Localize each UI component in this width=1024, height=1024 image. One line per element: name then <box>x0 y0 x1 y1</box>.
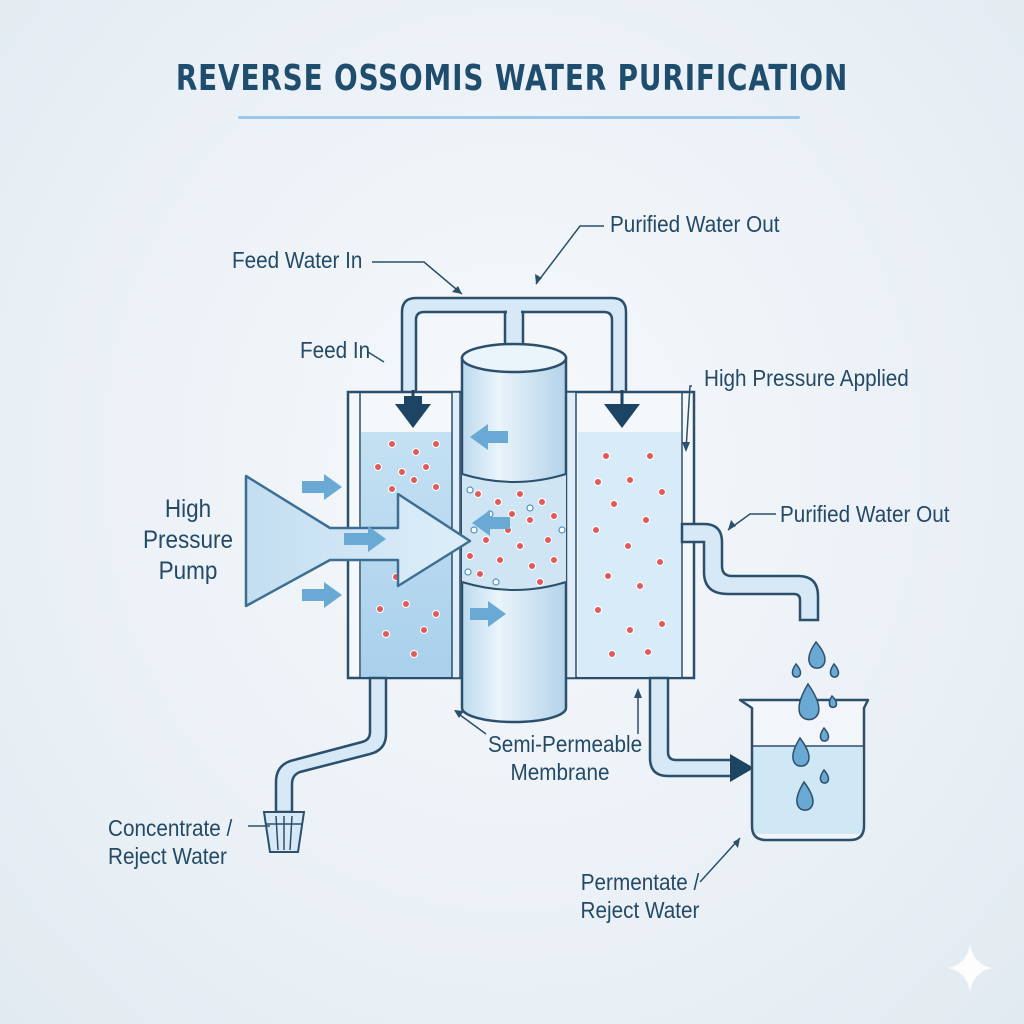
pressure-flow-arrows <box>302 424 510 627</box>
pump-label-line-3: Pump <box>158 557 218 585</box>
permentate-label-line-1: Permentate / <box>580 869 700 895</box>
concentrate-label-line-2: Reject Water <box>108 843 227 869</box>
leader-arrowheads <box>452 274 740 848</box>
permeate-water-chamber <box>578 432 681 677</box>
permentate-label-line-2: Reject Water <box>580 897 700 923</box>
contaminant-particles <box>374 440 666 658</box>
collection-beaker <box>738 698 870 842</box>
permentate-reject-water-label: Permentate / Reject Water <box>568 868 712 924</box>
page-title: REVERSE OSSOMIS WATER PURIFICATION <box>175 58 849 99</box>
semi-permeable-membrane-label: Semi-Permeable Membrane <box>488 730 643 786</box>
membrane-cylinder <box>460 342 568 724</box>
sparkle-icon <box>948 944 992 992</box>
concentrate-label-line-1: Concentrate / <box>108 815 233 841</box>
water-drops <box>791 640 840 811</box>
feed-in-arrow-stems <box>411 390 624 406</box>
permeate-pipe <box>648 676 736 778</box>
leader-lines <box>248 225 776 883</box>
membrane-label-line-2: Membrane <box>510 759 610 785</box>
high-pressure-applied-label: High Pressure Applied <box>704 365 909 391</box>
pump-label-line-1: High <box>164 495 212 523</box>
feed-water-in-label: Feed Water In <box>232 247 363 273</box>
purified-water-out-top-label: Purified Water Out <box>610 211 780 237</box>
title-underline <box>238 116 800 119</box>
pump-label-line-2: Pressure <box>143 526 234 554</box>
purified-water-out-right-label: Purified Water Out <box>780 501 950 527</box>
concentrate-pipe <box>274 676 388 814</box>
concentrate-reject-water-label: Concentrate / Reject Water <box>108 814 232 870</box>
high-pressure-pump-label: High Pressure Pump <box>143 494 233 587</box>
purified-outlet-pipe <box>680 522 820 622</box>
pipe-joint <box>507 306 521 318</box>
feed-in-label: Feed In <box>300 337 371 363</box>
membrane-label-line-1: Semi-Permeable <box>488 731 643 757</box>
drain-strainer <box>262 811 306 853</box>
feed-in-arrows <box>395 396 640 428</box>
permeate-flow-arrow <box>730 754 754 782</box>
